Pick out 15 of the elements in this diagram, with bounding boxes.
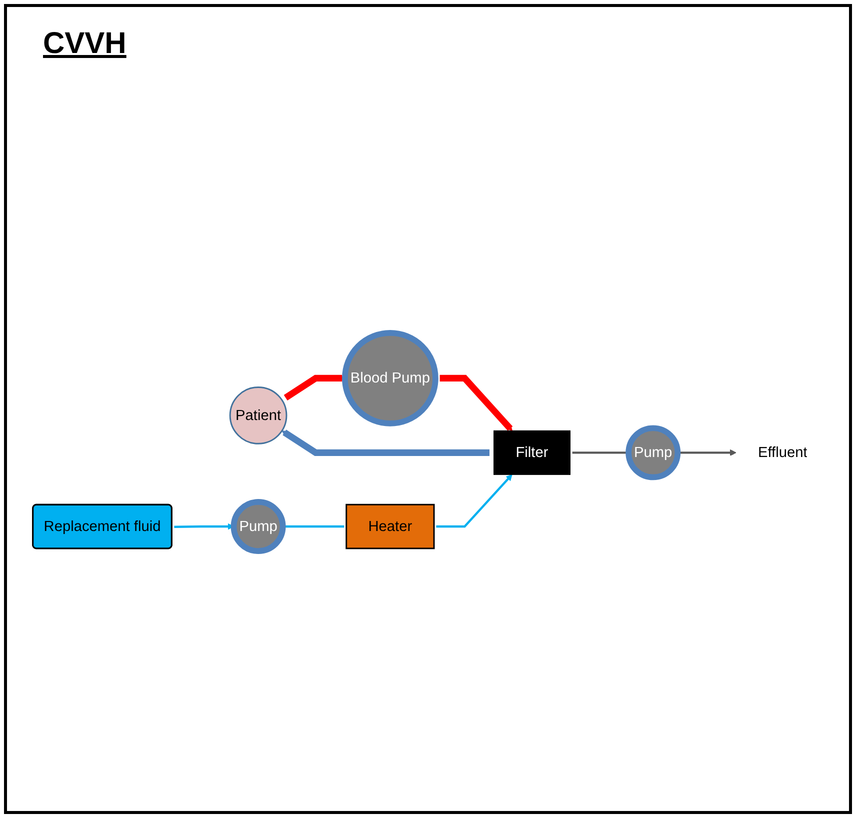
pump-symbol: Pump (230, 499, 286, 554)
filter-column: Filter (494, 430, 570, 475)
flow-line (572, 452, 626, 454)
flow-line (285, 525, 344, 528)
flow-arrow (680, 449, 736, 456)
outlet-label: Effluent (758, 444, 808, 461)
pump-symbol: Pump (626, 425, 681, 480)
diagram-title: CVVH (43, 27, 126, 61)
flow-arrow (440, 374, 513, 432)
flow-arrow (282, 430, 490, 456)
patient-circle: Patient (229, 386, 288, 444)
pump-symbol: Blood Pump (342, 330, 438, 426)
flow-arrow (436, 474, 512, 528)
heater-box: Heater (346, 504, 435, 550)
fluid-reservoir: Replacement fluid (32, 504, 172, 550)
